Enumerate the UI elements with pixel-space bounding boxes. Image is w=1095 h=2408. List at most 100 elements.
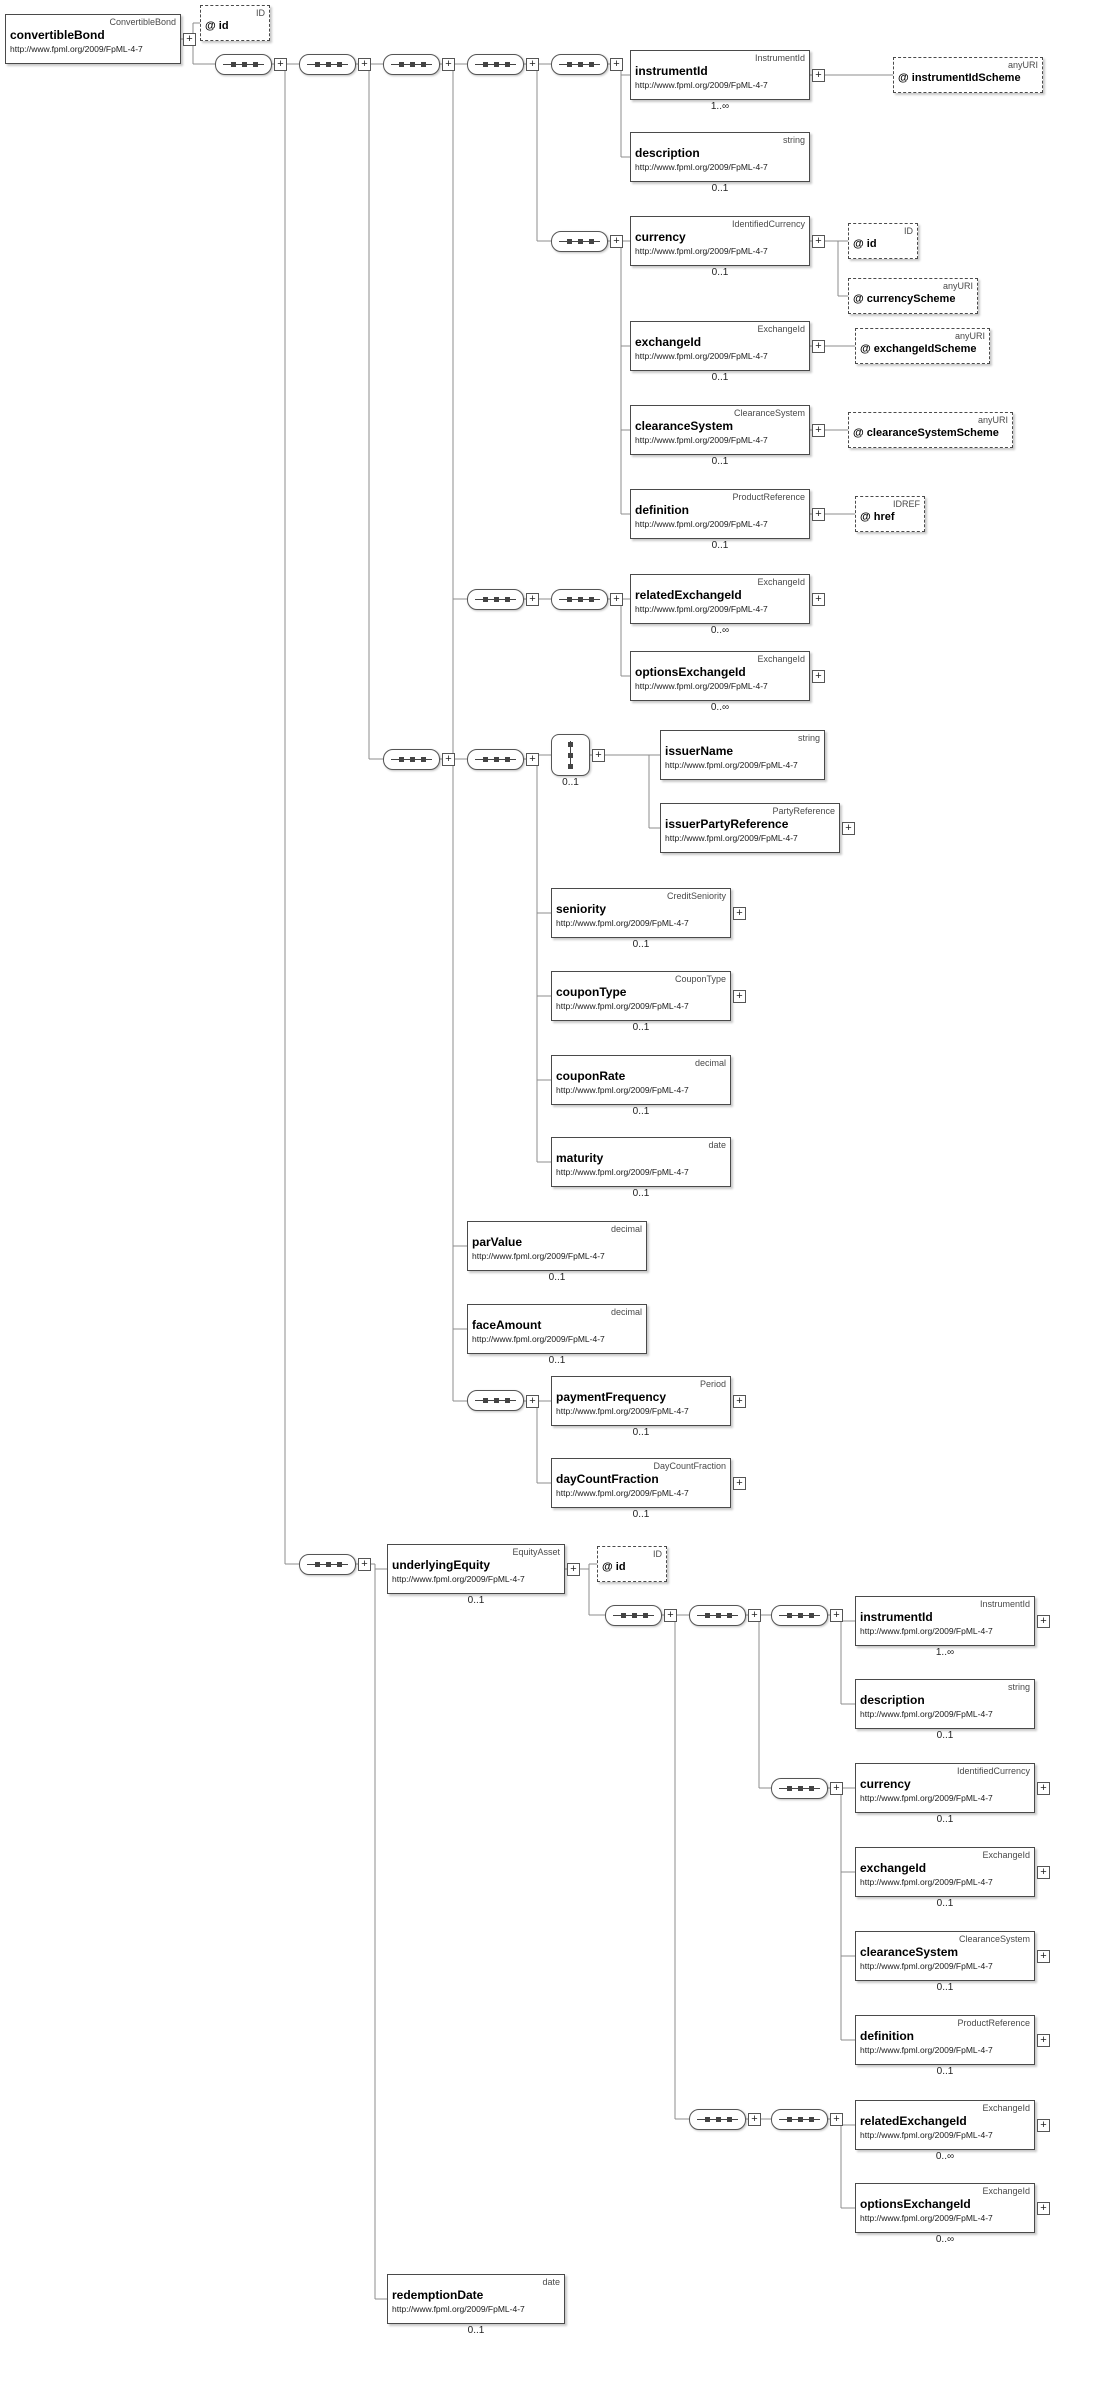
- element-issuerPartyReference[interactable]: PartyReference issuerPartyReference http…: [660, 803, 840, 853]
- namespace-url: http://www.fpml.org/2009/FpML-4-7: [556, 918, 689, 928]
- element-currency-2[interactable]: IdentifiedCurrency currency http://www.f…: [855, 1763, 1035, 1813]
- expand-icon[interactable]: +: [748, 1609, 761, 1622]
- type-label: string: [1007, 1682, 1030, 1692]
- type-label: InstrumentId: [979, 1599, 1030, 1609]
- expand-icon[interactable]: +: [733, 1395, 746, 1408]
- attribute-instrumentIdScheme[interactable]: anyURI @ instrumentIdScheme: [893, 57, 1043, 93]
- sequence-connector: [467, 54, 524, 75]
- element-name: currency: [860, 1777, 911, 1791]
- expand-icon[interactable]: +: [733, 990, 746, 1003]
- expand-icon[interactable]: +: [830, 2113, 843, 2126]
- element-relatedExchangeId-2[interactable]: ExchangeId relatedExchangeId http://www.…: [855, 2100, 1035, 2150]
- expand-icon[interactable]: +: [664, 1609, 677, 1622]
- element-name: faceAmount: [472, 1318, 542, 1332]
- expand-icon[interactable]: +: [183, 33, 196, 46]
- element-couponType[interactable]: CouponType couponType http://www.fpml.or…: [551, 971, 731, 1021]
- element-currency-1[interactable]: IdentifiedCurrency currency http://www.f…: [630, 216, 810, 266]
- element-convertibleBond[interactable]: ConvertibleBond convertibleBond http://w…: [5, 14, 181, 64]
- element-definition-1[interactable]: ProductReference definition http://www.f…: [630, 489, 810, 539]
- expand-icon[interactable]: +: [812, 340, 825, 353]
- expand-icon[interactable]: +: [1037, 2202, 1050, 2215]
- expand-icon[interactable]: +: [748, 2113, 761, 2126]
- element-name: optionsExchangeId: [635, 665, 746, 679]
- type-label: CouponType: [674, 974, 726, 984]
- element-dayCountFraction[interactable]: DayCountFraction dayCountFraction http:/…: [551, 1458, 731, 1508]
- expand-icon[interactable]: +: [526, 1395, 539, 1408]
- expand-icon[interactable]: +: [812, 670, 825, 683]
- element-name: parValue: [472, 1235, 523, 1249]
- element-definition-2[interactable]: ProductReference definition http://www.f…: [855, 2015, 1035, 2065]
- expand-icon[interactable]: +: [526, 593, 539, 606]
- occurrence-label: 1..∞: [935, 1647, 955, 1658]
- expand-icon[interactable]: +: [1037, 1950, 1050, 1963]
- expand-icon[interactable]: +: [358, 58, 371, 71]
- attribute-exchangeIdScheme[interactable]: anyURI @ exchangeIdScheme: [855, 328, 990, 364]
- expand-icon[interactable]: +: [442, 753, 455, 766]
- element-clearanceSystem-1[interactable]: ClearanceSystem clearanceSystem http://w…: [630, 405, 810, 455]
- element-name: underlyingEquity: [392, 1558, 491, 1572]
- element-exchangeId-2[interactable]: ExchangeId exchangeId http://www.fpml.or…: [855, 1847, 1035, 1897]
- expand-icon[interactable]: +: [812, 69, 825, 82]
- type-label: ConvertibleBond: [109, 17, 176, 27]
- expand-icon[interactable]: +: [526, 753, 539, 766]
- element-relatedExchangeId-1[interactable]: ExchangeId relatedExchangeId http://www.…: [630, 574, 810, 624]
- expand-icon[interactable]: +: [442, 58, 455, 71]
- expand-icon[interactable]: +: [733, 907, 746, 920]
- element-seniority[interactable]: CreditSeniority seniority http://www.fpm…: [551, 888, 731, 938]
- expand-icon[interactable]: +: [812, 508, 825, 521]
- type-label: IdentifiedCurrency: [731, 219, 805, 229]
- attribute-id-currency[interactable]: ID @ id: [848, 223, 918, 259]
- type-label: ExchangeId: [982, 2186, 1030, 2196]
- expand-icon[interactable]: +: [1037, 1615, 1050, 1628]
- expand-icon[interactable]: +: [1037, 2034, 1050, 2047]
- expand-icon[interactable]: +: [1037, 1866, 1050, 1879]
- expand-icon[interactable]: +: [358, 1558, 371, 1571]
- expand-icon[interactable]: +: [812, 235, 825, 248]
- expand-icon[interactable]: +: [274, 58, 287, 71]
- namespace-url: http://www.fpml.org/2009/FpML-4-7: [392, 2304, 525, 2314]
- expand-icon[interactable]: +: [610, 593, 623, 606]
- occurrence-label: 0..1: [632, 1022, 650, 1033]
- element-optionsExchangeId-2[interactable]: ExchangeId optionsExchangeId http://www.…: [855, 2183, 1035, 2233]
- element-underlyingEquity[interactable]: EquityAsset underlyingEquity http://www.…: [387, 1544, 565, 1594]
- element-description-2[interactable]: string description http://www.fpml.org/2…: [855, 1679, 1035, 1729]
- expand-icon[interactable]: +: [1037, 2119, 1050, 2132]
- element-instrumentId-2[interactable]: InstrumentId instrumentId http://www.fpm…: [855, 1596, 1035, 1646]
- expand-icon[interactable]: +: [610, 58, 623, 71]
- expand-icon[interactable]: +: [1037, 1782, 1050, 1795]
- element-name: paymentFrequency: [556, 1390, 667, 1404]
- expand-icon[interactable]: +: [812, 424, 825, 437]
- attribute-clearanceSystemScheme[interactable]: anyURI @ clearanceSystemScheme: [848, 412, 1013, 448]
- namespace-url: http://www.fpml.org/2009/FpML-4-7: [556, 1085, 689, 1095]
- expand-icon[interactable]: +: [842, 822, 855, 835]
- element-parValue[interactable]: decimal parValue http://www.fpml.org/200…: [467, 1221, 647, 1271]
- element-faceAmount[interactable]: decimal faceAmount http://www.fpml.org/2…: [467, 1304, 647, 1354]
- attribute-currencyScheme[interactable]: anyURI @ currencyScheme: [848, 278, 978, 314]
- type-label: Period: [699, 1379, 726, 1389]
- attribute-name: @ currencyScheme: [853, 293, 956, 305]
- expand-icon[interactable]: +: [830, 1609, 843, 1622]
- expand-icon[interactable]: +: [830, 1782, 843, 1795]
- element-description-1[interactable]: string description http://www.fpml.org/2…: [630, 132, 810, 182]
- expand-icon[interactable]: +: [567, 1563, 580, 1576]
- element-clearanceSystem-2[interactable]: ClearanceSystem clearanceSystem http://w…: [855, 1931, 1035, 1981]
- expand-icon[interactable]: +: [733, 1477, 746, 1490]
- expand-icon[interactable]: +: [610, 235, 623, 248]
- expand-icon[interactable]: +: [812, 593, 825, 606]
- element-maturity[interactable]: date maturity http://www.fpml.org/2009/F…: [551, 1137, 731, 1187]
- element-redemptionDate[interactable]: date redemptionDate http://www.fpml.org/…: [387, 2274, 565, 2324]
- attribute-href[interactable]: IDREF @ href: [855, 496, 925, 532]
- namespace-url: http://www.fpml.org/2009/FpML-4-7: [860, 2213, 993, 2223]
- element-instrumentId-1[interactable]: InstrumentId instrumentId http://www.fpm…: [630, 50, 810, 100]
- element-issuerName[interactable]: string issuerName http://www.fpml.org/20…: [660, 730, 825, 780]
- element-paymentFrequency[interactable]: Period paymentFrequency http://www.fpml.…: [551, 1376, 731, 1426]
- expand-icon[interactable]: +: [592, 749, 605, 762]
- attribute-id-equity[interactable]: ID @ id: [597, 1546, 667, 1582]
- element-couponRate[interactable]: decimal couponRate http://www.fpml.org/2…: [551, 1055, 731, 1105]
- expand-icon[interactable]: +: [526, 58, 539, 71]
- namespace-url: http://www.fpml.org/2009/FpML-4-7: [556, 1167, 689, 1177]
- element-exchangeId-1[interactable]: ExchangeId exchangeId http://www.fpml.or…: [630, 321, 810, 371]
- attribute-id-root[interactable]: ID @ id: [200, 5, 270, 41]
- element-optionsExchangeId-1[interactable]: ExchangeId optionsExchangeId http://www.…: [630, 651, 810, 701]
